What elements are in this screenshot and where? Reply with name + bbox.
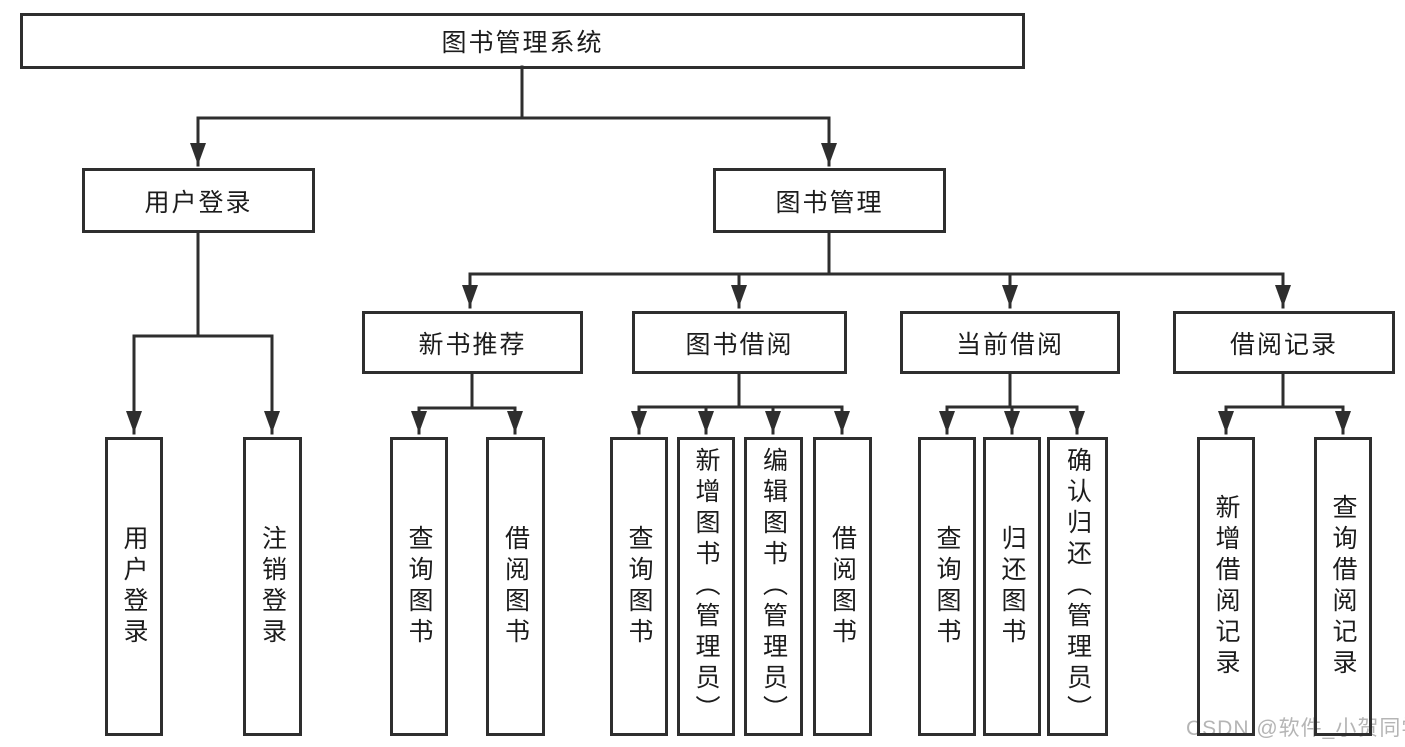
node-leaf-borrow-books-borrowing: 借阅图书 [813, 437, 872, 736]
node-leaf-borrow-books-recommend: 借阅图书 [486, 437, 545, 736]
node-leaf-query-books-recommend: 查询图书 [390, 437, 448, 736]
connector-root-to-level1 [190, 65, 837, 167]
node-leaf-confirm-return-admin: 确认归还（管理员） [1047, 437, 1108, 736]
node-leaf-edit-books-admin: 编辑图书（管理员） [744, 437, 803, 736]
connector-book-management-to-level2 [462, 231, 1291, 309]
node-leaf-borrow-books-borrowing-label: 借阅图书 [828, 524, 857, 649]
node-current-borrowing-label: 当前借阅 [955, 330, 1064, 359]
node-book-management: 图书管理 [713, 168, 946, 233]
node-leaf-logout-label: 注销登录 [258, 524, 287, 649]
node-leaf-query-books-recommend-label: 查询图书 [405, 524, 433, 649]
node-leaf-edit-books-admin-label: 编辑图书（管理员） [759, 447, 788, 726]
node-leaf-user-login: 用户登录 [105, 437, 163, 736]
node-leaf-confirm-return-admin-label: 确认归还（管理员） [1063, 447, 1092, 726]
node-leaf-user-login-label: 用户登录 [120, 524, 148, 649]
connector-current-to-leaves [939, 372, 1085, 435]
node-new-book-recommend-label: 新书推荐 [418, 330, 527, 359]
node-leaf-query-borrow-record: 查询借阅记录 [1314, 437, 1372, 736]
connector-borrowing-to-leaves [631, 372, 850, 435]
connector-user-login-to-leaves [126, 231, 280, 435]
node-new-book-recommend: 新书推荐 [362, 311, 583, 374]
node-leaf-add-borrow-record: 新增借阅记录 [1197, 437, 1255, 736]
node-leaf-return-books-label: 归还图书 [998, 524, 1026, 649]
node-book-borrowing: 图书借阅 [632, 311, 847, 374]
node-leaf-query-books-current: 查询图书 [918, 437, 976, 736]
node-leaf-add-borrow-record-label: 新增借阅记录 [1212, 493, 1240, 680]
node-book-management-label: 图书管理 [775, 188, 884, 217]
connector-records-to-leaves [1218, 372, 1351, 435]
node-user-login-label: 用户登录 [144, 188, 253, 217]
node-root-label: 图书管理系统 [441, 29, 604, 57]
node-user-login: 用户登录 [82, 168, 315, 233]
node-borrowing-records: 借阅记录 [1173, 311, 1395, 374]
node-leaf-return-books: 归还图书 [983, 437, 1041, 736]
node-leaf-add-books-admin: 新增图书（管理员） [677, 437, 735, 736]
node-leaf-borrow-books-recommend-label: 借阅图书 [501, 524, 530, 649]
node-leaf-query-books-borrowing: 查询图书 [610, 437, 668, 736]
node-book-borrowing-label: 图书借阅 [685, 330, 794, 359]
connector-recommend-to-leaves [411, 372, 523, 435]
node-leaf-query-books-borrowing-label: 查询图书 [625, 524, 653, 649]
node-leaf-add-books-admin-label: 新增图书（管理员） [692, 447, 720, 726]
node-current-borrowing: 当前借阅 [900, 311, 1120, 374]
node-leaf-query-books-current-label: 查询图书 [933, 524, 961, 649]
node-leaf-logout: 注销登录 [243, 437, 302, 736]
node-borrowing-records-label: 借阅记录 [1229, 330, 1338, 359]
node-leaf-query-borrow-record-label: 查询借阅记录 [1329, 493, 1357, 680]
node-root: 图书管理系统 [20, 13, 1025, 69]
